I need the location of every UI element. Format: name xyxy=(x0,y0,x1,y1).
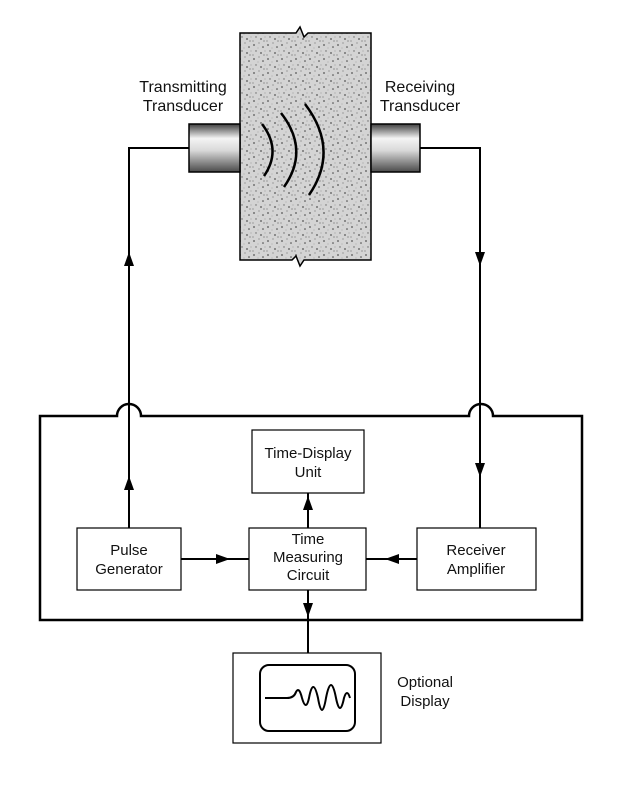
arrow-up-lower-left xyxy=(124,476,134,490)
waveform-icon xyxy=(265,684,351,711)
time-display-unit-block: Time-Display Unit xyxy=(251,429,365,494)
time-measuring-line3: Circuit xyxy=(287,567,330,584)
pulse-generator-line1: Pulse xyxy=(110,542,148,559)
receiver-amplifier-line1: Receiver xyxy=(446,542,505,559)
optional-display-block xyxy=(232,652,382,744)
receive-signal-line xyxy=(420,147,481,528)
time-measuring-line2: Measuring xyxy=(273,549,343,566)
receiving-transducer-icon xyxy=(370,123,421,173)
arrow-up-time-display xyxy=(303,496,313,510)
receiver-amplifier-block: Receiver Amplifier xyxy=(416,527,537,591)
time-display-line2: Unit xyxy=(295,464,323,481)
receiving-label-line2: Transducer xyxy=(380,98,461,115)
transmitting-label-line2: Transducer xyxy=(143,98,224,115)
pulse-generator-line2: Generator xyxy=(95,561,163,578)
specimen-block xyxy=(239,25,372,268)
receiving-label-line1: Receiving xyxy=(385,79,455,96)
arrow-down-upper-right xyxy=(475,252,485,266)
optional-display-line1: Optional xyxy=(397,674,453,691)
transmitting-label-line1: Transmitting xyxy=(139,79,226,96)
transmitting-transducer-icon xyxy=(188,123,241,173)
instrument-enclosure xyxy=(38,402,584,622)
arrow-left-receiver xyxy=(385,554,399,564)
pulse-generator-block: Pulse Generator xyxy=(76,527,182,591)
time-display-line1: Time-Display xyxy=(265,445,352,462)
optional-display-line2: Display xyxy=(400,693,450,710)
arrow-right-pulse xyxy=(216,554,230,564)
time-measuring-circuit-block: Time Measuring Circuit xyxy=(248,527,367,591)
arrow-up-upper-left xyxy=(124,252,134,266)
receiver-amplifier-line2: Amplifier xyxy=(447,561,505,578)
ultrasonic-wave-icon xyxy=(261,103,325,196)
transmit-signal-line xyxy=(128,147,189,528)
arrow-down-lower-right xyxy=(475,463,485,477)
arrow-down-optional xyxy=(303,603,313,617)
time-measuring-line1: Time xyxy=(292,531,325,548)
